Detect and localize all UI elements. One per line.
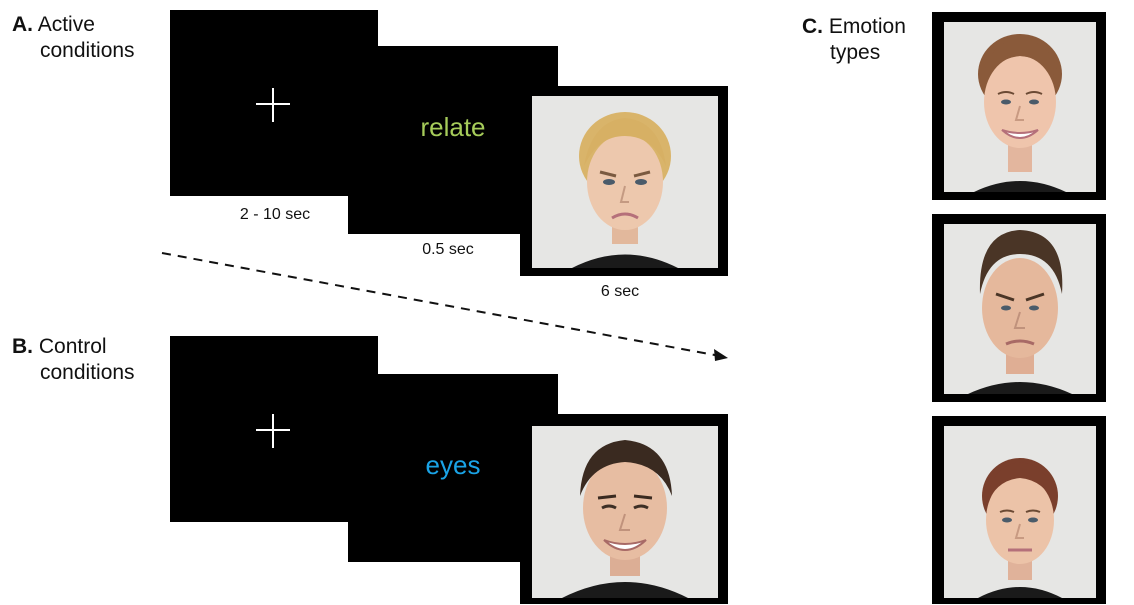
smiling-man-face-image [532, 426, 718, 598]
panel-a-face-duration: 6 sec [600, 283, 640, 300]
panel-b-title: B. Control conditions [12, 334, 135, 386]
panel-a-title-line2: conditions [40, 39, 135, 62]
panel-c-title-line2: types [830, 41, 881, 64]
panel-a-cue-word: relate [420, 112, 486, 142]
fixation-cross-vertical [272, 88, 274, 122]
neutral-woman-face-image [944, 426, 1096, 598]
panel-a-title-line1: Active [37, 13, 95, 36]
panel-b-cue-word: eyes [425, 450, 481, 480]
dashed-arrow-line [161, 252, 721, 357]
panel-c-face-frame-1 [932, 12, 1106, 200]
frowning-woman-face-image [532, 96, 718, 268]
panel-a-letter: A. [12, 13, 33, 36]
panel-a-cue-duration: 0.5 sec [422, 241, 474, 258]
panel-c-letter: C. [802, 15, 823, 38]
panel-b-title-line1: Control [38, 335, 107, 358]
panel-c-title: C. Emotion types [802, 14, 906, 66]
fixation-cross-vertical [272, 414, 274, 448]
panel-c-title-line1: Emotion [828, 15, 906, 38]
happy-woman-face-image [944, 22, 1096, 192]
panel-b-fixation-screen [170, 336, 378, 522]
angry-man-face-image [944, 224, 1096, 394]
panel-a-fixation-screen [170, 10, 378, 196]
panel-b-face-frame [520, 414, 728, 604]
panel-c-face-frame-2 [932, 214, 1106, 402]
panel-a-face-frame [520, 86, 728, 276]
panel-b-letter: B. [12, 335, 33, 358]
panel-c-face-frame-3 [932, 416, 1106, 604]
panel-a-title: A. Active conditions [12, 12, 135, 64]
panel-a-fixation-duration: 2 - 10 sec [239, 206, 311, 223]
panel-b-title-line2: conditions [40, 361, 135, 384]
dashed-arrow-head [714, 349, 728, 361]
